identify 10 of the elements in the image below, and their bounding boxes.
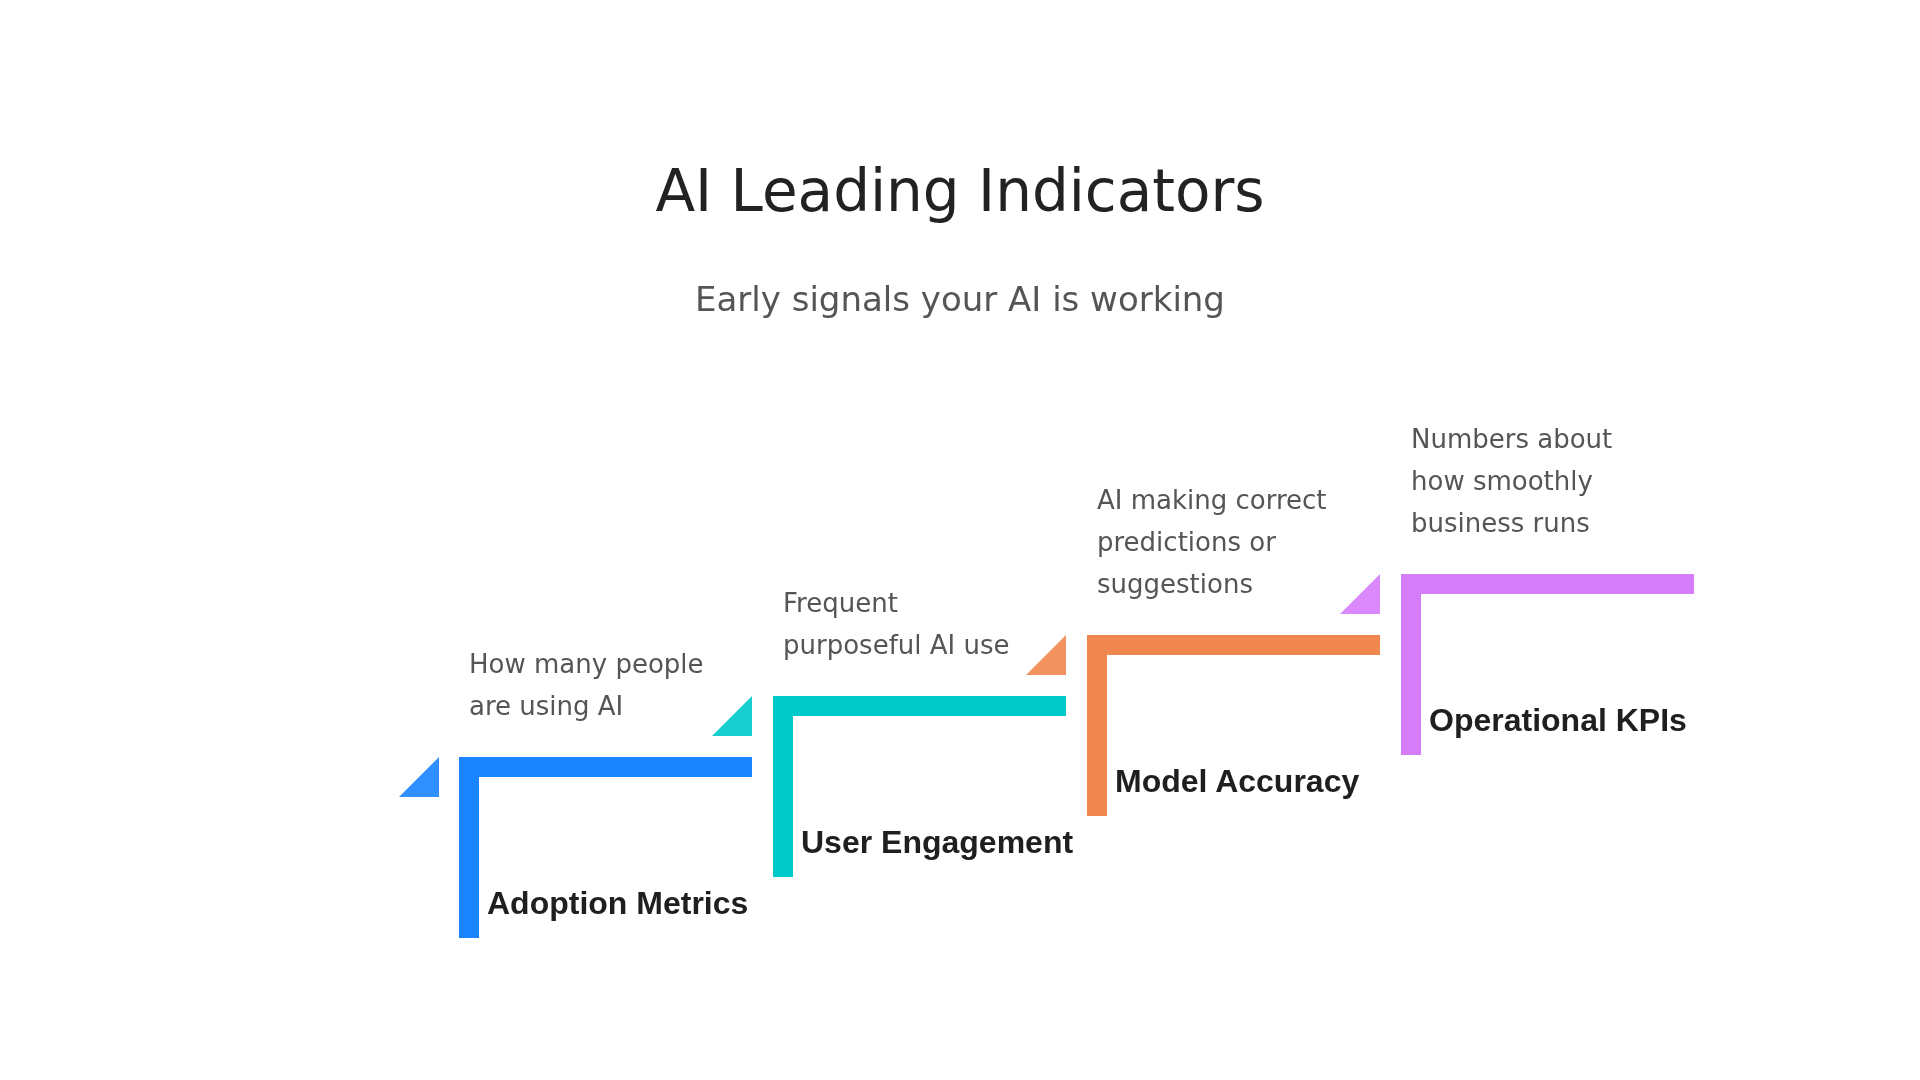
step-description: Numbers about how smoothly business runs: [1411, 423, 1614, 540]
step-title: Adoption Metrics: [487, 884, 749, 923]
step-description: AI making correct predictions or suggestions: [1097, 484, 1328, 601]
step-title: User Engagement: [801, 823, 1074, 862]
step-description: Frequent purposeful AI use: [783, 587, 1011, 662]
step-description: How many people are using AI: [469, 648, 705, 723]
title: AI Leading Indicators: [654, 156, 1266, 226]
step-title: Model Accuracy: [1115, 762, 1360, 801]
subtitle: Early signals your AI is working: [694, 279, 1226, 320]
step-title: Operational KPIs: [1429, 701, 1687, 740]
